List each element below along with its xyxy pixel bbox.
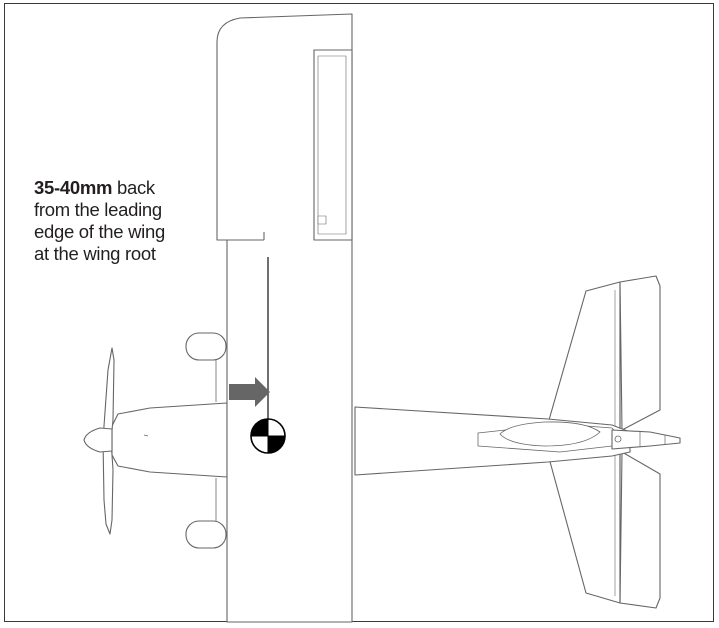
fuselage-boom (354, 406, 681, 476)
cg-callout-text: 35-40mm back from the leading edge of th… (34, 177, 224, 265)
horizontal-stabilizer-upper (548, 275, 661, 431)
forward-fuselage (111, 402, 228, 478)
diagram-frame (4, 3, 714, 622)
right-arrow-icon (229, 377, 270, 407)
center-of-gravity-icon (250, 418, 286, 454)
landing-gear-lower (185, 478, 227, 549)
propeller (83, 347, 115, 535)
horizontal-stabilizer-lower (548, 449, 661, 609)
callout-measurement: 35-40mm (34, 177, 113, 198)
callout-line-2: from the leading (34, 199, 162, 220)
callout-line-3: edge of the wing (34, 221, 165, 242)
callout-line-1-rest: back (112, 177, 155, 198)
callout-line-4: at the wing root (34, 243, 156, 264)
wing (216, 13, 353, 623)
callout-line-1: 35-40mm back (34, 177, 224, 199)
landing-gear-upper (185, 332, 227, 402)
